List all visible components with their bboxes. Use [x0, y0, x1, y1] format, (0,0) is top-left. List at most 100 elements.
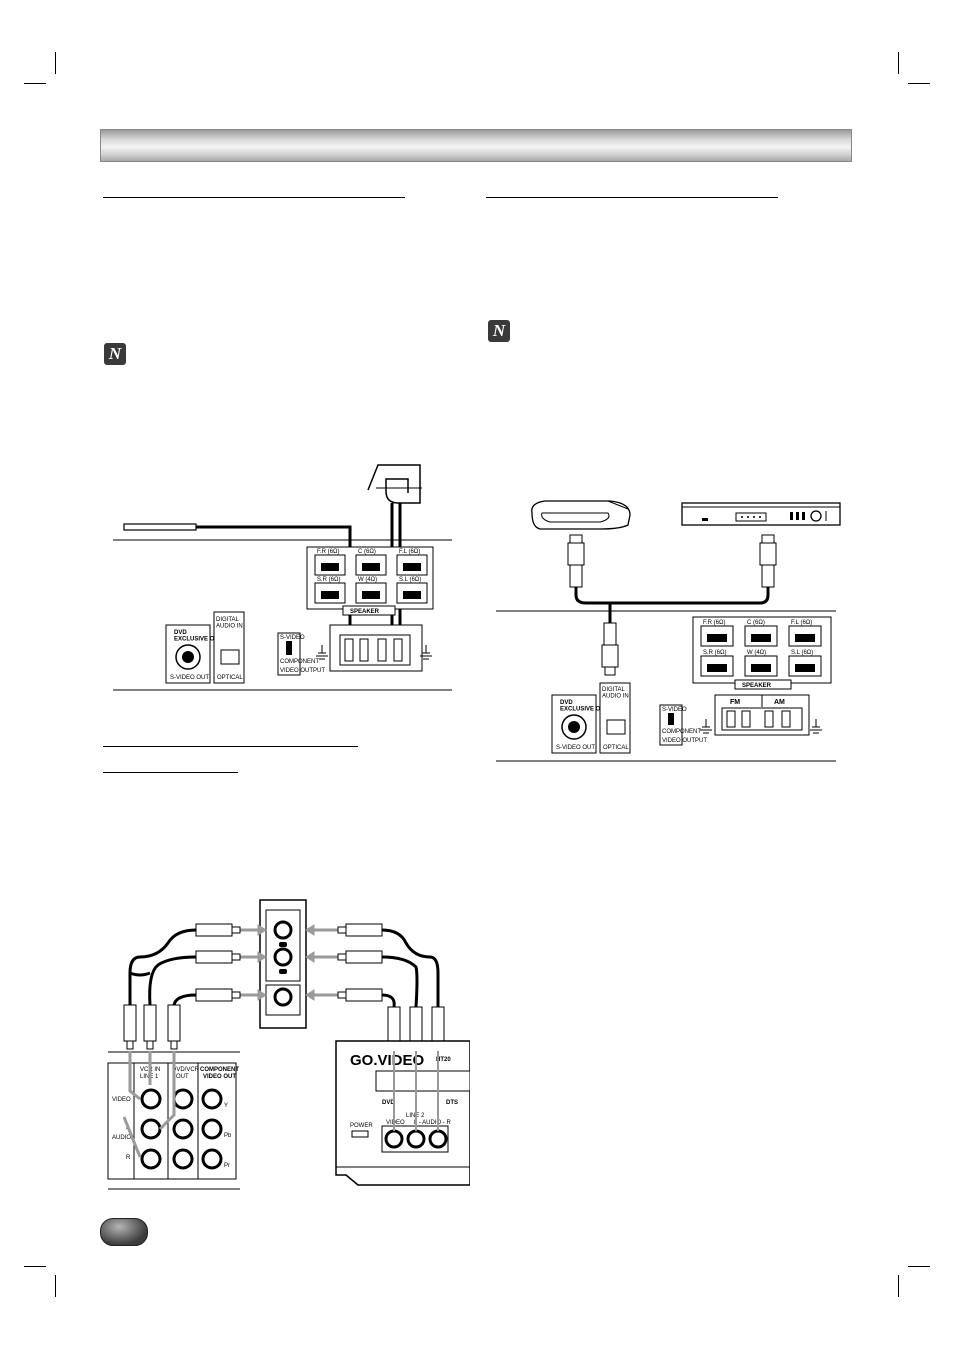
speaker-terminal [744, 655, 778, 677]
crop-mark [908, 83, 930, 84]
section-rule [103, 197, 405, 198]
component-video-out-label: VIDEO OUT [203, 1074, 236, 1080]
rca-plug-icon [123, 1004, 137, 1050]
section-rule [486, 197, 778, 198]
speaker-title: SPEAKER [742, 683, 772, 689]
dts-logo: DTS [446, 1100, 458, 1106]
speaker-terminal [788, 625, 822, 647]
optical-label: OPTICAL [603, 745, 629, 751]
rca-plug-icon [195, 950, 241, 964]
speaker-terminal [700, 625, 734, 647]
speaker-terminal [314, 554, 346, 576]
speaker-terminal [355, 554, 387, 576]
out-label: OUT [176, 1074, 189, 1080]
rca-plug-icon [143, 1004, 157, 1050]
switch-bottom-label: VIDEO OUTPUT [280, 668, 325, 674]
switch-mid-label: COMPONENT [662, 729, 701, 735]
speaker-label: F.R (6Ω) [703, 620, 726, 626]
fm-am-terminal: FM AM [700, 694, 822, 736]
crop-mark [24, 1266, 46, 1267]
fm-am-terminal [316, 624, 432, 672]
audio-label: AUDIO [112, 1135, 131, 1141]
speaker-terminal [355, 582, 387, 604]
front-video-label: VIDEO [386, 1120, 405, 1126]
video-output-switch: S-VIDEO COMPONENT VIDEO OUTPUT [659, 704, 707, 746]
speaker-label: C (6Ω) [747, 620, 765, 626]
power-label: POWER [350, 1123, 373, 1129]
vcr-connection-diagram: VCR IN LINE 1 DVD/VCR OUT COMPONENT VIDE… [107, 899, 470, 1190]
optical-label: OPTICAL [217, 675, 243, 681]
rca-plug-icon [195, 923, 241, 937]
pr-label: Pr [224, 1163, 230, 1169]
crop-mark [24, 83, 46, 84]
dvd-vcr-out-label: DVD/VCR [172, 1067, 200, 1073]
speaker-label: S.R (6Ω) [317, 577, 341, 583]
speaker-title: SPEAKER [350, 609, 380, 615]
speaker-label: F.L (6Ω) [399, 549, 420, 555]
speaker-terminal [396, 554, 428, 576]
optical-plug-icon [601, 622, 619, 676]
speaker-terminal [788, 655, 822, 677]
rca-plug-icon [337, 923, 383, 937]
speaker-terminals: F.R (6Ω) C (6Ω) F.L (6Ω) S.R (6Ω) W (4Ω)… [306, 546, 434, 616]
speaker-label: S.L (6Ω) [791, 650, 813, 656]
page-number-badge [100, 1218, 148, 1246]
am-label: AM [774, 699, 785, 706]
vcr-icon: GO.VIDEO HT20 DVD DTS POWER LINE 2 VIDEO… [335, 1040, 470, 1186]
signal-arrows [240, 924, 338, 1001]
crop-mark [55, 52, 56, 74]
r-label: R [126, 1155, 131, 1161]
crop-mark [908, 1266, 930, 1267]
rca-plug-icon [195, 988, 241, 1002]
video-output-switch: S-VIDEO COMPONENT VIDEO OUTPUT [277, 632, 325, 676]
pb-label: Pb [224, 1133, 232, 1139]
satellite-receiver-icon [531, 500, 631, 530]
speaker-terminal [396, 582, 428, 604]
switch-bottom-label: VIDEO OUTPUT [662, 738, 707, 744]
speaker-label: S.L (6Ω) [399, 577, 421, 583]
crop-mark [898, 52, 899, 74]
front-audio-label: L - AUDIO - R [414, 1120, 451, 1126]
tv-panel-icon [259, 899, 307, 1029]
page-header-bar [100, 129, 852, 162]
component-label: COMPONENT [200, 1067, 239, 1073]
speaker-terminals: F.R (6Ω) C (6Ω) F.L (6Ω) S.R (6Ω) W (4Ω)… [692, 616, 832, 690]
note-icon: N [488, 320, 510, 342]
vcr-model: HT20 [436, 1057, 451, 1063]
speaker-terminal [700, 655, 734, 677]
video-label: VIDEO [112, 1097, 131, 1103]
fm-label: FM [730, 699, 740, 706]
vcr-brand: GO.VIDEO [350, 1052, 425, 1069]
crop-mark [55, 1275, 56, 1297]
speaker-label: W (4Ω) [747, 650, 766, 656]
dvd-logo: DVD [382, 1100, 395, 1106]
switch-top-label: S-VIDEO [280, 635, 305, 641]
optical-connection-diagram: F.R (6Ω) C (6Ω) F.L (6Ω) S.R (6Ω) W (4Ω)… [496, 500, 841, 762]
rca-plug-icon [337, 988, 383, 1002]
dvd-player-icon [681, 502, 841, 526]
speaker-label: F.R (6Ω) [317, 549, 340, 555]
antenna-connection-diagram: F.R (6Ω) C (6Ω) F.L (6Ω) S.R (6Ω) W (4Ω)… [113, 464, 452, 691]
speaker-terminal [744, 625, 778, 647]
speaker-label: W (4Ω) [358, 577, 377, 583]
optical-plug-icon [567, 534, 585, 588]
section-rule [103, 746, 358, 747]
optical-plug-icon [759, 534, 777, 588]
switch-mid-label: COMPONENT [280, 659, 319, 665]
section-rule [103, 772, 238, 773]
rca-plug-icon [337, 950, 383, 964]
note-icon: N [104, 343, 126, 365]
svideo-out-label: S-VIDEO OUT [170, 675, 209, 681]
rca-plug-icon [167, 1004, 181, 1050]
y-label: Y [224, 1103, 228, 1109]
speaker-terminal [314, 582, 346, 604]
vcr-rear-panel: VCR IN LINE 1 DVD/VCR OUT COMPONENT VIDE… [107, 1051, 239, 1180]
